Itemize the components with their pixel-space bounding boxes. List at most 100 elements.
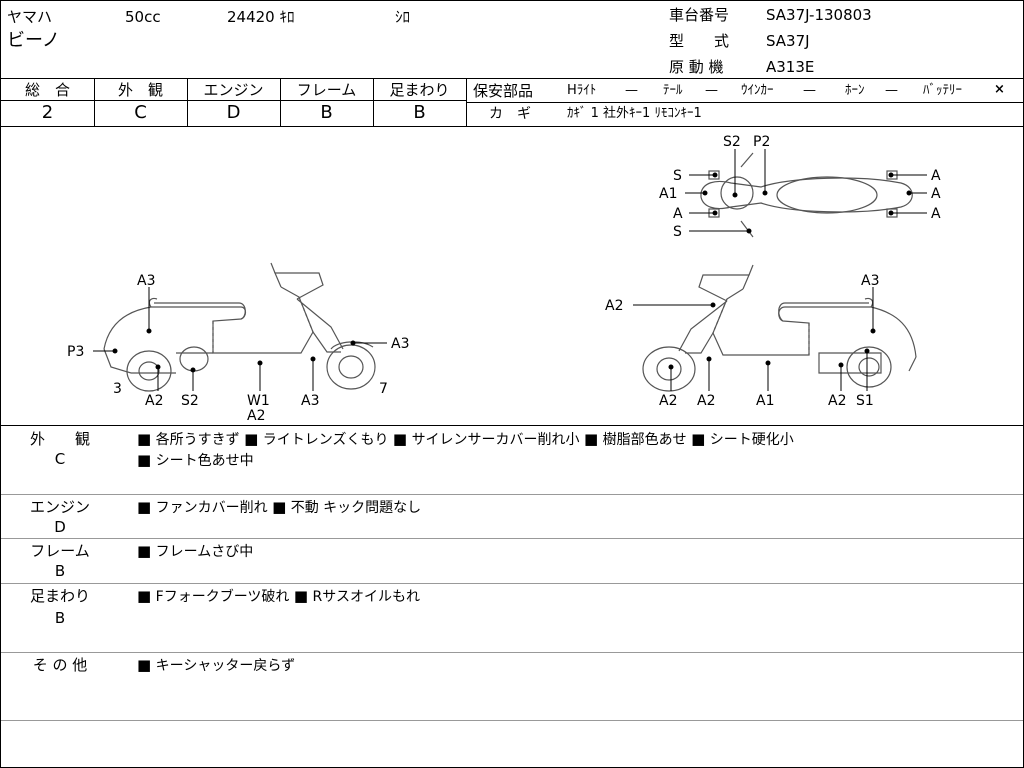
- grade-value-suspension: B: [413, 102, 426, 123]
- label-left-3: 3: [113, 381, 122, 397]
- note-category-engine: エンジン: [29, 498, 90, 516]
- model-name: ビーノ: [7, 30, 60, 51]
- type-value: SA37J: [766, 32, 810, 50]
- bullet-icon: ■: [691, 430, 706, 448]
- label-top-a-r2: A: [931, 186, 941, 202]
- label-top-s-bottom: S: [673, 224, 682, 240]
- divider: [1, 538, 1023, 539]
- note-item: ライトレンズくもり: [262, 432, 389, 448]
- label-top-a-left: A: [673, 206, 683, 222]
- note-grade-engine: D: [54, 518, 66, 536]
- grade-value-exterior: C: [134, 102, 147, 123]
- divider: [1, 720, 1023, 721]
- divider: [1, 126, 1023, 127]
- frame-number-label: 車台番号: [669, 6, 730, 24]
- note-item: キーシャッター戻らず: [155, 658, 296, 674]
- note-item: ファンカバー削れ: [155, 500, 268, 516]
- bullet-icon: ■: [392, 430, 408, 448]
- divider: [94, 78, 95, 126]
- divider: [187, 78, 188, 126]
- label-left-a2-w: A2: [247, 408, 265, 424]
- displacement: 50cc: [125, 8, 161, 26]
- note-item: サイレンサーカバー削れ小: [411, 432, 580, 448]
- safety-item-horn: ﾎｰﾝ: [845, 83, 865, 98]
- note-line: ■ 各所うすきず ■ ライトレンズくもり ■ サイレンサーカバー削れ小 ■ 樹脂…: [137, 429, 794, 450]
- note-line: ■ ファンカバー削れ ■ 不動 キック問題なし: [137, 497, 421, 518]
- label-top-a1: A1: [659, 186, 677, 202]
- label-right-a3-top: A3: [861, 273, 879, 289]
- divider: [1, 652, 1023, 653]
- safety-mark-headlight: —: [625, 83, 638, 98]
- label-right-s1: S1: [856, 393, 874, 409]
- grade-label-suspension: 足まわり: [389, 81, 450, 99]
- label-right-a2-b2: A2: [697, 393, 715, 409]
- note-line: ■ フレームさび中: [137, 541, 253, 562]
- bullet-icon: ■: [137, 451, 152, 469]
- safety-item-tail: ﾃｰﾙ: [663, 83, 683, 98]
- bullet-icon: ■: [137, 587, 152, 605]
- safety-mark-battery: ×: [994, 82, 1005, 97]
- note-grade-suspension: B: [54, 609, 66, 627]
- label-left-a2: A2: [145, 393, 163, 409]
- keys-label: カ ギ: [489, 106, 531, 122]
- grade-label-overall: 総 合: [24, 81, 70, 99]
- label-right-a1: A1: [756, 393, 774, 409]
- divider: [1, 78, 1023, 79]
- note-category-exterior: 外 観: [29, 430, 90, 448]
- note-line: ■ シート色あせ中: [137, 450, 254, 471]
- label-left-s2: S2: [181, 393, 199, 409]
- label-top-a-r1: A: [931, 168, 941, 184]
- divider: [1, 494, 1023, 495]
- safety-mark-horn: —: [885, 83, 898, 98]
- bullet-icon: ■: [137, 542, 152, 560]
- label-left-7: 7: [379, 381, 388, 397]
- label-right-a2-b1: A2: [659, 393, 677, 409]
- frame-number: SA37J-130803: [766, 6, 872, 24]
- grade-value-engine: D: [226, 102, 241, 123]
- divider: [373, 78, 374, 126]
- scooter-damage-diagram: A3 P3 A3 3 7 A2 S2 W1 A2 A3 A2 A3 A2 A2 …: [67, 134, 941, 424]
- safety-mark-winker: —: [803, 83, 816, 98]
- label-right-a2-top: A2: [605, 298, 623, 314]
- note-item: 樹脂部色あせ: [602, 432, 687, 448]
- maker: ヤマハ: [7, 8, 53, 26]
- label-top-p2: P2: [753, 134, 770, 150]
- right-side-scooter-icon: [642, 264, 917, 392]
- label-left-p3: P3: [67, 344, 84, 360]
- label-left-a3-front: A3: [391, 336, 409, 352]
- note-item: Rサスオイルもれ: [312, 589, 420, 605]
- divider: [1, 425, 1023, 426]
- grade-value-frame: B: [320, 102, 333, 123]
- engine-label: 原 動 機: [669, 58, 724, 76]
- label-top-s2: S2: [723, 134, 741, 150]
- label-left-a3-top: A3: [137, 273, 155, 289]
- safety-label: 保安部品: [473, 82, 534, 100]
- divider: [466, 102, 1023, 103]
- note-item: 不動 キック問題なし: [290, 500, 422, 516]
- note-item: シート硬化小: [709, 432, 794, 448]
- bullet-icon: ■: [584, 430, 599, 448]
- bullet-icon: ■: [272, 498, 287, 516]
- note-line: ■ Fフォークブーツ破れ ■ Rサスオイルもれ: [137, 586, 420, 607]
- grade-value-overall: 2: [41, 102, 54, 123]
- note-item: フレームさび中: [155, 544, 254, 560]
- grade-label-exterior: 外 観: [117, 81, 163, 99]
- mileage: 24420 ｷﾛ: [227, 8, 295, 26]
- bullet-icon: ■: [293, 587, 309, 605]
- note-item: Fフォークブーツ破れ: [155, 589, 290, 605]
- note-category-other: そ の 他: [32, 656, 88, 674]
- label-top-a-r3: A: [931, 206, 941, 222]
- divider: [280, 78, 281, 126]
- note-item: 各所うすきず: [155, 432, 240, 448]
- grade-label-frame: フレーム: [296, 81, 357, 99]
- safety-item-winker: ｳｲﾝｶｰ: [741, 83, 774, 98]
- safety-item-battery: ﾊﾞｯﾃﾘｰ: [923, 83, 962, 98]
- label-right-a2-b3: A2: [828, 393, 846, 409]
- divider: [1, 583, 1023, 584]
- label-left-w1: W1: [247, 393, 270, 409]
- bullet-icon: ■: [137, 498, 152, 516]
- divider: [1, 100, 466, 101]
- color: ｼﾛ: [395, 8, 411, 26]
- label-top-s: S: [673, 168, 682, 184]
